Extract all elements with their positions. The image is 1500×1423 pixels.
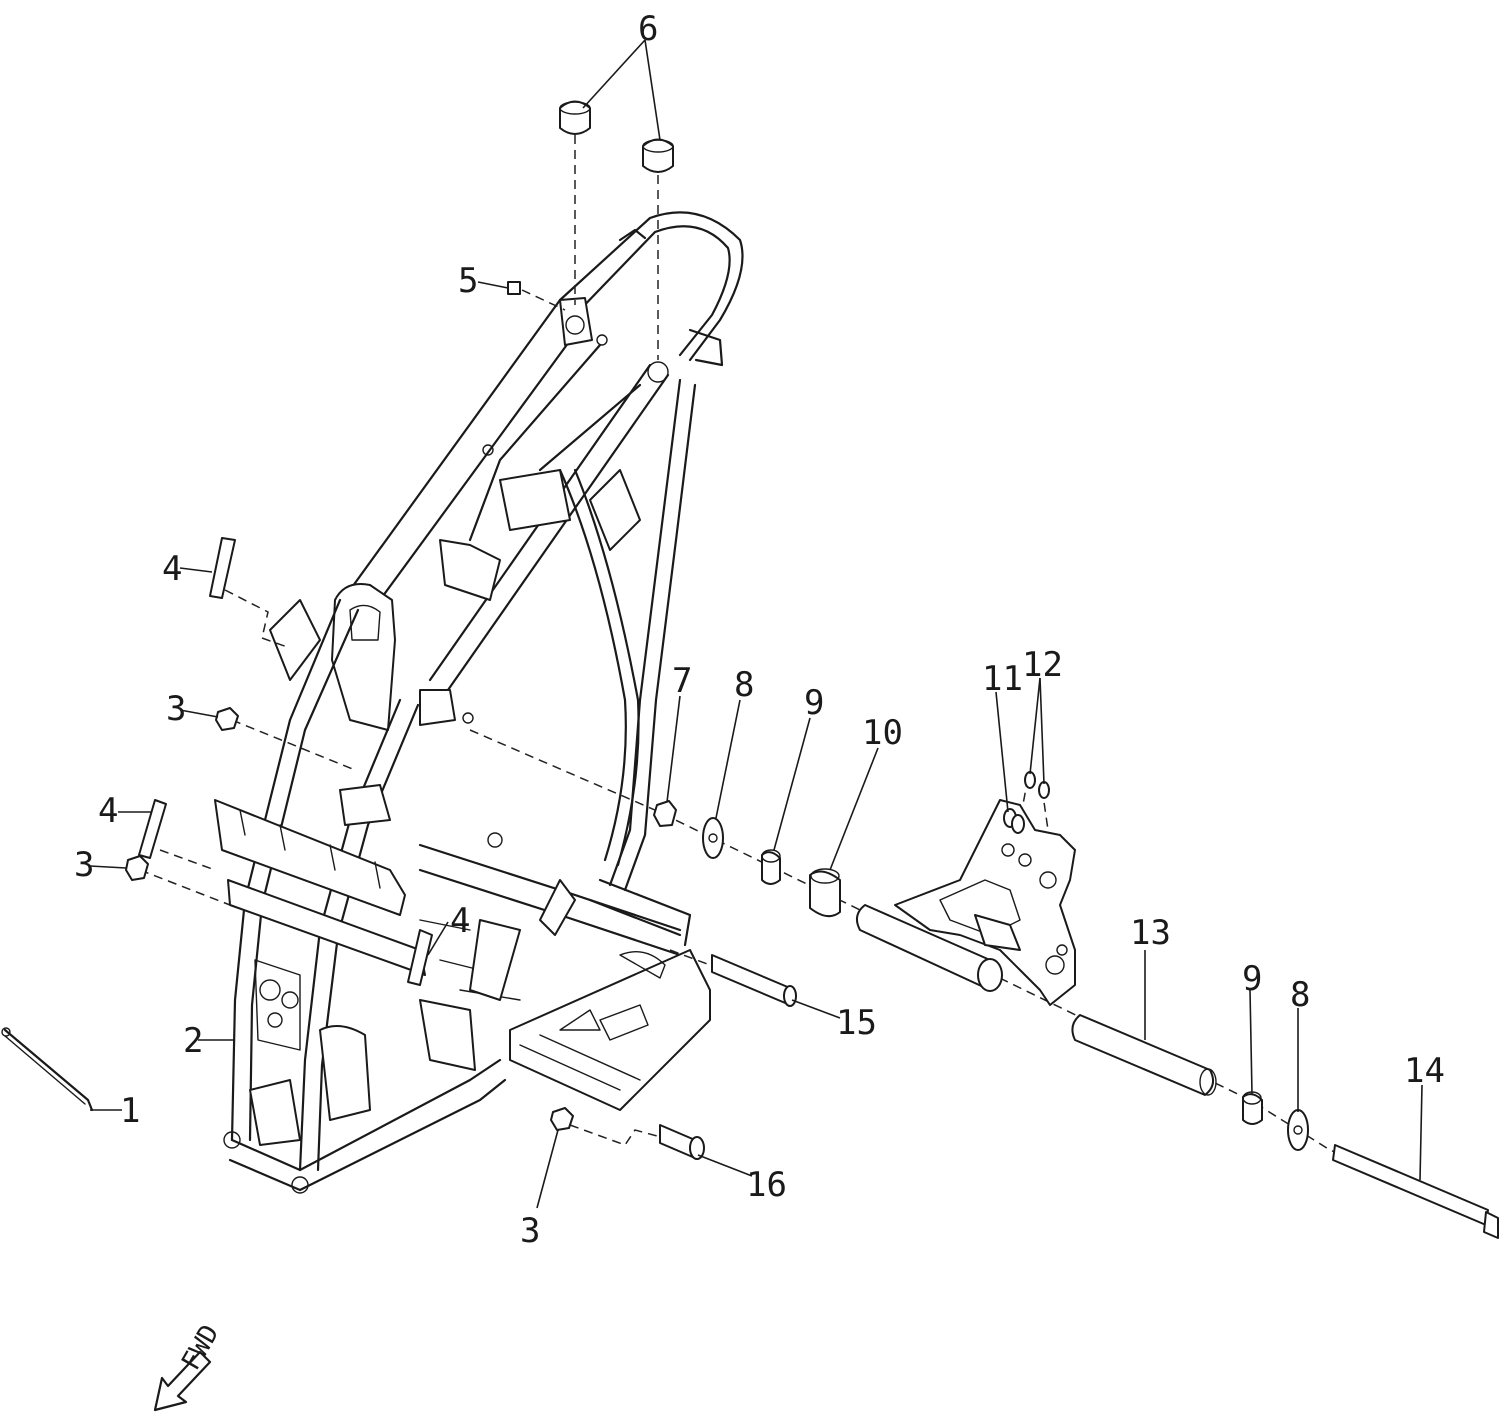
callout-3: 3 — [74, 845, 94, 885]
callout-8: 8 — [1290, 975, 1310, 1015]
callout-7: 7 — [672, 661, 692, 701]
swingarm — [855, 771, 1076, 1006]
part-5-nut — [507, 281, 521, 295]
callout-4: 4 — [450, 901, 470, 941]
part-3-nut-b — [125, 855, 149, 881]
callout-12: 12 — [1022, 645, 1063, 685]
part-14-bolt — [1332, 1144, 1489, 1226]
callout-14: 14 — [1404, 1051, 1445, 1091]
main-frame — [214, 211, 744, 1194]
forward-arrow-icon — [153, 1350, 212, 1412]
callout-9: 9 — [1242, 959, 1262, 999]
loose-parts — [1, 100, 1499, 1239]
part-15-collar — [711, 954, 791, 1006]
part-9-bushing-b — [1242, 1093, 1263, 1125]
callout-5: 5 — [458, 261, 478, 301]
fwd-label: FWD — [176, 1320, 225, 1376]
part-4-plate-c — [407, 929, 433, 986]
callout-9: 9 — [804, 683, 824, 723]
part-1-rod — [3, 1028, 94, 1112]
callout-1: 1 — [120, 1091, 140, 1131]
leader-lines — [89, 39, 1423, 1209]
part-6-rubber-b — [642, 138, 674, 173]
callout-3: 3 — [166, 689, 186, 729]
callout-4: 4 — [162, 549, 182, 589]
callout-11: 11 — [982, 659, 1023, 699]
callout-3: 3 — [520, 1211, 540, 1251]
part-8-washer-a — [702, 817, 724, 859]
part-10-sleeve — [809, 870, 841, 918]
part-4-plate-b — [138, 799, 167, 859]
part-4-plate-a — [209, 537, 236, 599]
part-3-nut-c — [550, 1107, 574, 1131]
part-3-nut-a — [215, 707, 239, 731]
callout-16: 16 — [746, 1165, 787, 1205]
callout-2: 2 — [183, 1021, 203, 1061]
callout-10: 10 — [862, 713, 903, 753]
part-9-bushing-a — [761, 851, 781, 885]
forward-direction-indicator: FWD — [153, 1320, 226, 1412]
part-7-nut — [653, 800, 677, 827]
part-8-washer-b — [1287, 1109, 1309, 1151]
callout-8: 8 — [734, 665, 754, 705]
callout-13: 13 — [1130, 913, 1171, 953]
callout-6: 6 — [638, 9, 658, 49]
callout-labels: 6 5 4 3 4 3 4 2 1 3 7 8 9 10 11 12 13 9 … — [74, 9, 1445, 1251]
part-13-tube — [1071, 1014, 1215, 1096]
callout-15: 15 — [836, 1003, 877, 1043]
callout-4: 4 — [98, 791, 118, 831]
